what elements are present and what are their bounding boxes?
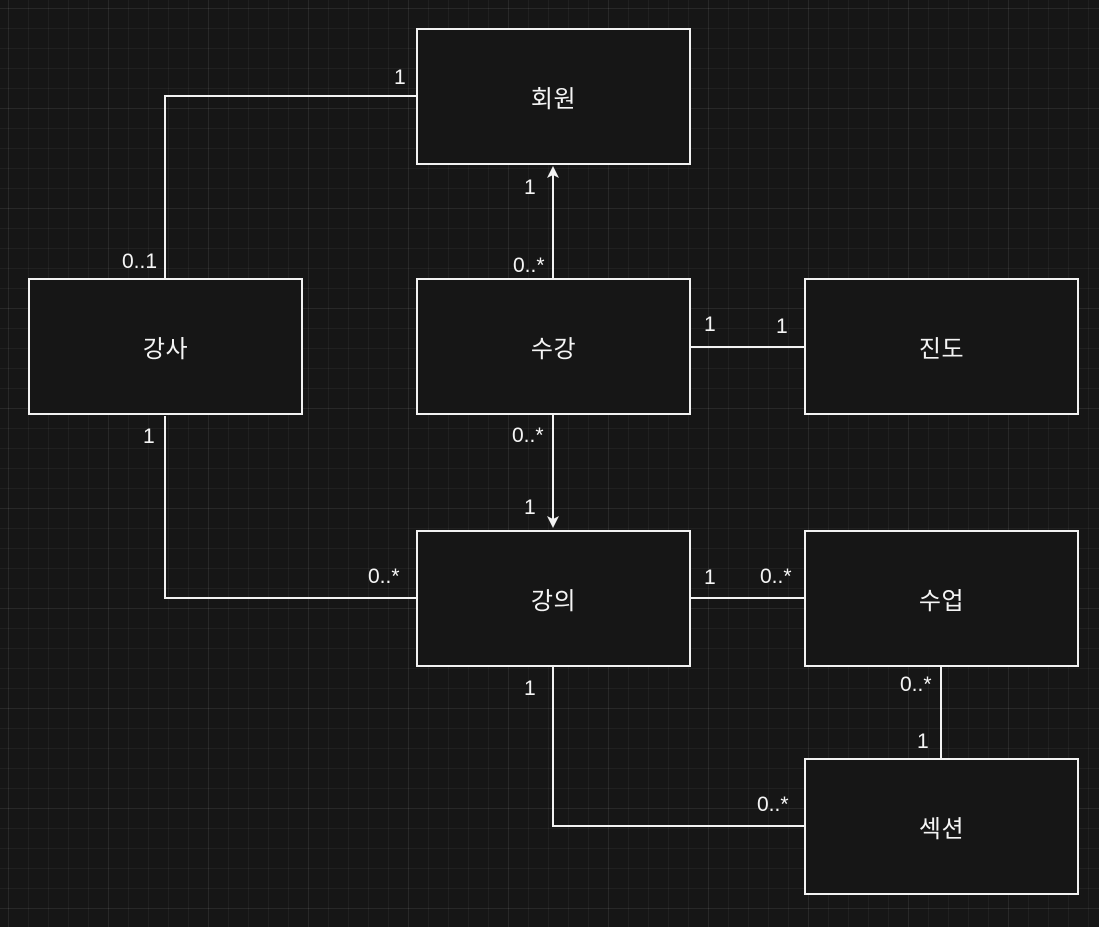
mult-instructor-course-instructor-side: 1: [143, 425, 155, 448]
edge-instructor-course: [164, 416, 416, 599]
mult-instructor-course-course-side: 0..*: [368, 565, 400, 588]
mult-course-lesson-course-side: 1: [704, 566, 716, 589]
entity-lesson-label: 수업: [918, 587, 965, 615]
mult-instructor-member-instructor-side: 0..1: [122, 250, 158, 273]
entity-instructor[interactable]: 강사: [28, 278, 303, 415]
mult-enrollment-member-member-side: 1: [524, 176, 536, 199]
mult-enrollment-progress-enrollment-side: 1: [704, 313, 716, 336]
entity-course[interactable]: 강의: [416, 530, 691, 667]
mult-enrollment-member-enrollment-side: 0..*: [513, 254, 545, 277]
mult-instructor-member-member-side: 1: [394, 66, 406, 89]
edge-instructor-member: [164, 95, 416, 278]
entity-member-label: 회원: [530, 85, 577, 113]
entity-section[interactable]: 섹션: [804, 758, 1079, 895]
mult-lesson-section-lesson-side: 0..*: [900, 673, 932, 696]
edge-course-section: [552, 666, 804, 827]
mult-course-section-section-side: 0..*: [757, 793, 789, 816]
mult-lesson-section-section-side: 1: [917, 730, 929, 753]
entity-progress[interactable]: 진도: [804, 278, 1079, 415]
entity-course-label: 강의: [530, 587, 577, 615]
entity-lesson[interactable]: 수업: [804, 530, 1079, 667]
mult-course-section-course-side: 1: [524, 677, 536, 700]
mult-course-lesson-lesson-side: 0..*: [760, 565, 792, 588]
entity-enrollment-label: 수강: [530, 335, 577, 363]
entity-progress-label: 진도: [918, 335, 965, 363]
entity-enrollment[interactable]: 수강: [416, 278, 691, 415]
entity-instructor-label: 강사: [142, 335, 189, 363]
mult-enrollment-course-enrollment-side: 0..*: [512, 424, 544, 447]
entity-member[interactable]: 회원: [416, 28, 691, 165]
mult-enrollment-progress-progress-side: 1: [776, 315, 788, 338]
mult-enrollment-course-course-side: 1: [524, 496, 536, 519]
entity-section-label: 섹션: [918, 815, 965, 843]
